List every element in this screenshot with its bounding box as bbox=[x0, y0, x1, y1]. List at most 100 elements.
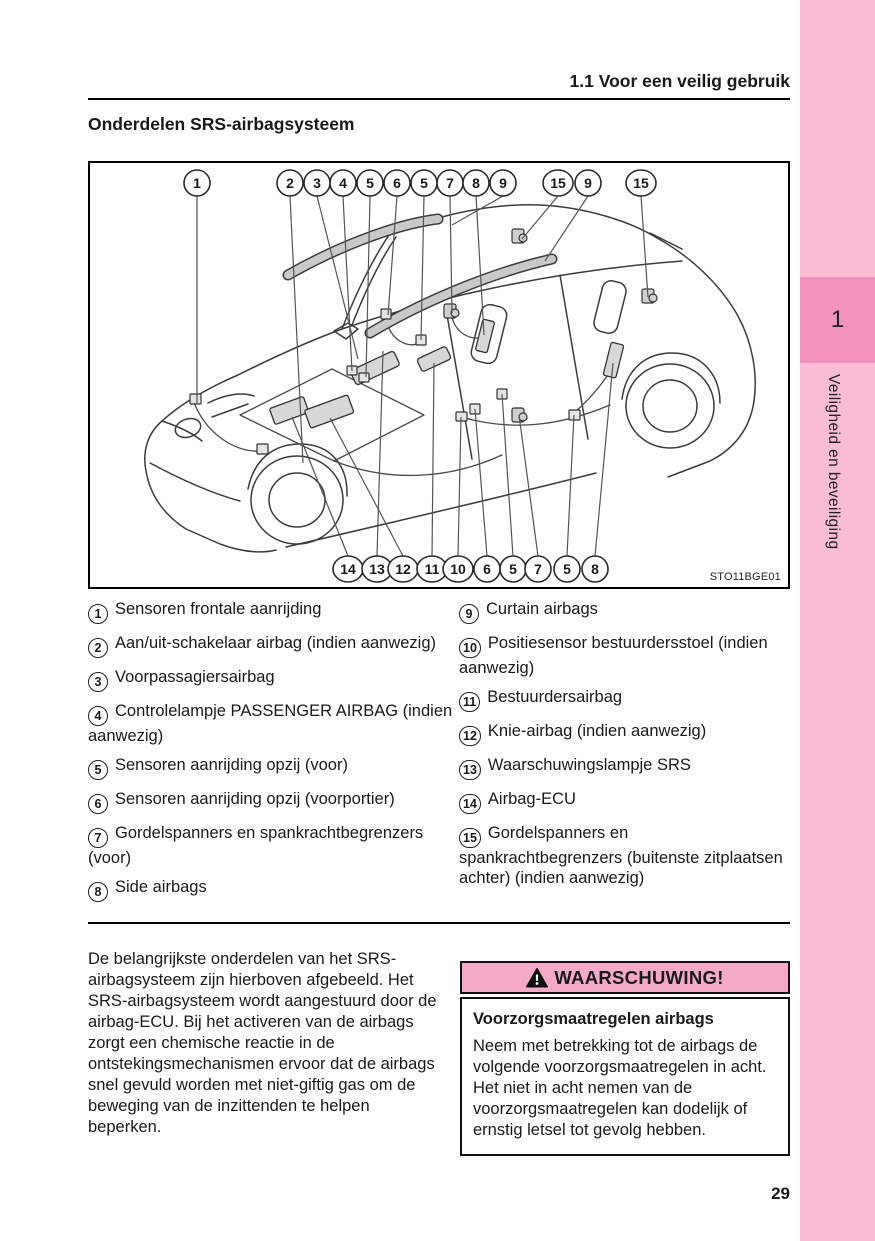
chapter-sidebar: 1 Veiligheid en beveiliging bbox=[800, 0, 875, 1241]
page-header: 1.1 Voor een veilig gebruik bbox=[88, 0, 790, 100]
legend-item-label: Curtain airbags bbox=[486, 600, 598, 618]
svg-text:4: 4 bbox=[339, 175, 347, 191]
bottom-section: De belangrijkste onderdelen van het SRS-… bbox=[88, 949, 790, 1156]
svg-text:11: 11 bbox=[425, 561, 440, 577]
callout-5: 5 bbox=[356, 169, 384, 378]
callout-6: 6 bbox=[473, 408, 501, 583]
legend-item-number: 1 bbox=[88, 604, 108, 624]
callout-12: 12 bbox=[329, 417, 419, 583]
warning-header: WAARSCHUWING! bbox=[460, 961, 790, 994]
callout-8: 8 bbox=[462, 169, 490, 336]
callout-15: 15 bbox=[625, 169, 657, 298]
warning-title: WAARSCHUWING! bbox=[554, 966, 724, 988]
legend-item: 11 Bestuurdersairbag bbox=[459, 687, 790, 712]
legend-item-label: Side airbags bbox=[115, 878, 207, 896]
svg-text:13: 13 bbox=[369, 561, 385, 577]
callout-15: 15 bbox=[521, 169, 574, 240]
callout-6: 6 bbox=[383, 169, 411, 316]
svg-text:10: 10 bbox=[450, 561, 466, 577]
svg-text:2: 2 bbox=[286, 175, 294, 191]
callout-5: 5 bbox=[499, 393, 527, 583]
page-title: Onderdelen SRS-airbagsysteem bbox=[88, 114, 355, 134]
svg-text:6: 6 bbox=[393, 175, 401, 191]
legend-item-number: 11 bbox=[459, 692, 481, 712]
svg-text:9: 9 bbox=[584, 175, 592, 191]
legend-item-label: Gordelspanners en spankrachtbegrenzers (… bbox=[459, 824, 783, 887]
svg-text:5: 5 bbox=[420, 175, 428, 191]
svg-text:6: 6 bbox=[483, 561, 491, 577]
legend-item-label: Knie-airbag (indien aanwezig) bbox=[487, 722, 707, 740]
legend-item-label: Positiesensor bestuurdersstoel (indien a… bbox=[459, 634, 768, 677]
svg-text:15: 15 bbox=[633, 175, 649, 191]
legend-item-label: Voorpassagiersairbag bbox=[115, 668, 275, 686]
warning-body: Voorzorgsmaatregelen airbags Neem met be… bbox=[460, 997, 790, 1156]
callout-11: 11 bbox=[416, 362, 448, 583]
legend-item: 3 Voorpassagiersairbag bbox=[88, 667, 453, 692]
legend-item-label: Controlelampje PASSENGER AIRBAG (indien … bbox=[88, 702, 453, 745]
legend-item-number: 13 bbox=[459, 760, 481, 780]
warning-triangle-icon bbox=[526, 967, 549, 988]
svg-text:5: 5 bbox=[509, 561, 517, 577]
svg-text:5: 5 bbox=[366, 175, 374, 191]
callout-1: 1 bbox=[183, 169, 211, 403]
page-content: 1.1 Voor een veilig gebruik Onderdelen S… bbox=[88, 0, 790, 1156]
svg-text:1: 1 bbox=[193, 175, 201, 191]
legend-item-number: 2 bbox=[88, 638, 108, 658]
svg-text:8: 8 bbox=[472, 175, 480, 191]
warning-subtitle: Voorzorgsmaatregelen airbags bbox=[473, 1010, 714, 1028]
svg-text:9: 9 bbox=[499, 175, 507, 191]
legend-item-number: 12 bbox=[459, 726, 481, 746]
callout-8: 8 bbox=[581, 362, 614, 583]
section-breadcrumb: 1.1 Voor een veilig gebruik bbox=[569, 71, 790, 91]
legend-item: 13 Waarschuwingslampje SRS bbox=[459, 755, 790, 780]
legend-item: 9 Curtain airbags bbox=[459, 599, 790, 624]
callout-5: 5 bbox=[553, 414, 581, 583]
svg-text:15: 15 bbox=[550, 175, 566, 191]
svg-text:14: 14 bbox=[340, 561, 356, 577]
legend-item-number: 4 bbox=[88, 706, 108, 726]
legend-item-number: 14 bbox=[459, 794, 481, 814]
svg-text:12: 12 bbox=[395, 561, 411, 577]
legend-item-label: Waarschuwingslampje SRS bbox=[487, 756, 691, 774]
chapter-label: Veiligheid en beveiliging bbox=[825, 374, 842, 550]
figure-code: STO11BGE01 bbox=[709, 571, 781, 583]
legend-item-number: 9 bbox=[459, 604, 479, 624]
svg-text:7: 7 bbox=[446, 175, 454, 191]
legend-item-number: 3 bbox=[88, 672, 108, 692]
callout-5: 5 bbox=[410, 169, 438, 341]
callout-2: 2 bbox=[276, 169, 304, 464]
warning-box: WAARSCHUWING! Voorzorgsmaatregelen airba… bbox=[460, 961, 790, 1156]
svg-text:8: 8 bbox=[591, 561, 599, 577]
svg-text:7: 7 bbox=[534, 561, 542, 577]
legend-item: 2 Aan/uit-schakelaar airbag (indien aanwe… bbox=[88, 633, 453, 658]
callout-7: 7 bbox=[518, 414, 552, 583]
car-outline bbox=[144, 204, 756, 553]
legend-divider bbox=[88, 922, 790, 924]
legend-item-label: Bestuurdersairbag bbox=[487, 688, 623, 706]
legend-item-label: Gordelspanners en spankrachtbegrenzers (… bbox=[88, 824, 424, 867]
legend-item-label: Aan/uit-schakelaar airbag (indien aanwez… bbox=[115, 634, 437, 652]
page-number: 29 bbox=[771, 1184, 790, 1203]
warning-text: Neem met betrekking tot de airbags de vo… bbox=[473, 1037, 767, 1139]
legend-item-number: 6 bbox=[88, 794, 108, 814]
body-paragraph: De belangrijkste onderdelen van het SRS-… bbox=[88, 950, 437, 1136]
legend-item-number: 10 bbox=[459, 638, 481, 658]
chapter-number-tab: 1 bbox=[800, 277, 875, 363]
legend-item-label: Sensoren aanrijding opzij (voor) bbox=[115, 756, 348, 774]
legend-item-number: 7 bbox=[88, 828, 108, 848]
svg-text:3: 3 bbox=[313, 175, 321, 191]
